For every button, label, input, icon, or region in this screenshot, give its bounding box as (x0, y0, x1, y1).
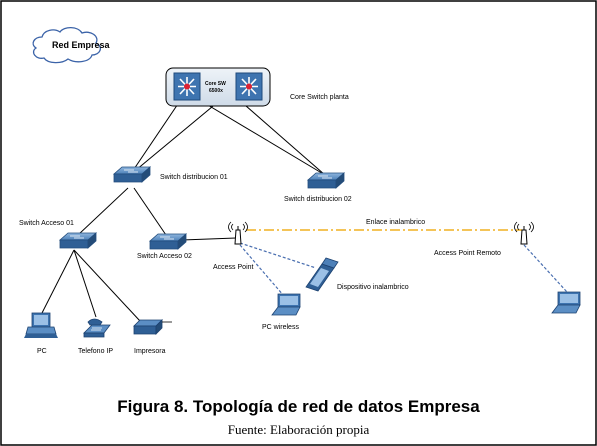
laptop-remote-icon (551, 291, 581, 314)
access-point-label: Access Point (213, 264, 254, 271)
figure-source: Fuente: Elaboración propia (227, 422, 370, 437)
core-switch-inner-label-1: Core SW (205, 81, 226, 87)
printer-label: Impresora (134, 348, 166, 355)
switch-acceso-01-label: Switch Acceso 01 (19, 220, 74, 227)
wireless-link-ap-laptop (239, 244, 285, 297)
link-dist1-acc1 (77, 187, 129, 236)
access-point-remoto-label: Access Point Remoto (434, 250, 501, 257)
cloud-icon (32, 26, 101, 64)
switch-distribucion-02 (306, 172, 346, 189)
switch-acceso-01 (58, 232, 98, 249)
wireless-link-label: Enlace inalambrico (366, 219, 426, 226)
link-acc1-phone (73, 249, 97, 318)
pc-wireless-label: PC wireless (262, 324, 299, 331)
core-switch-inner-label-2: 6500x (209, 88, 223, 94)
switch-distribucion-01-label: Switch distribucion 01 (160, 174, 228, 181)
ip-phone-icon (83, 318, 111, 338)
switch-acceso-02-label: Switch Acceso 02 (137, 253, 192, 260)
cloud-label: Red Empresa (52, 40, 110, 50)
switch-distribucion-01 (112, 166, 152, 183)
wireless-client-links (239, 242, 568, 297)
link-acc2-ap (181, 237, 237, 241)
pda-label: Dispositivo inalambrico (337, 284, 409, 291)
access-point-remoto-icon (514, 221, 534, 245)
pc-icon (24, 312, 58, 338)
core-switch-icon (165, 67, 271, 107)
link-acc1-printer (73, 249, 141, 322)
core-switch-label: Core Switch planta (290, 94, 349, 101)
link-dist1-acc2 (133, 187, 167, 236)
pda-icon (305, 257, 339, 292)
access-point-icon (228, 221, 248, 245)
switch-acceso-02 (148, 233, 188, 250)
pc-label: PC (37, 348, 47, 355)
wireless-link-remote-laptop (523, 244, 568, 293)
figure-caption: Figura 8. Topología de red de datos Empr… (117, 397, 480, 416)
ip-phone-label: Telefono IP (78, 348, 114, 355)
link-acc1-pc (41, 249, 75, 314)
laptop-icon (271, 293, 301, 316)
wireless-link-ap-pda (239, 242, 317, 269)
switch-distribucion-02-label: Switch distribucion 02 (284, 196, 352, 203)
printer-icon (133, 319, 172, 335)
